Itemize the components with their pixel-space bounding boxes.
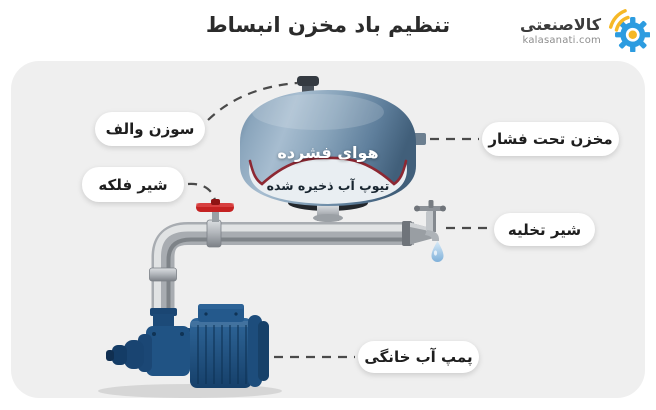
- label-pressure-tank: مخزن تحت فشار: [482, 122, 619, 156]
- dashed-connectors: [187, 81, 491, 359]
- label-water-pump: پمپ آب خانگی: [358, 341, 479, 373]
- needle-valve: [297, 76, 319, 94]
- pipe-run: [149, 219, 414, 312]
- brand-text: کالاصنعتی kalasanati.com: [520, 15, 601, 46]
- gate-valve: [196, 199, 234, 222]
- brand-logo: کالاصنعتی kalasanati.com: [520, 6, 651, 56]
- label-gate-valve: شیر فلکه: [82, 167, 184, 202]
- tank-air-caption: هوای فشرده: [277, 143, 379, 162]
- drain-faucet: [402, 200, 446, 262]
- pipe-coupling-vertical: [149, 267, 177, 282]
- label-needle-valve: سوزن والف: [95, 112, 205, 146]
- connector-needle-valve: [207, 81, 298, 121]
- expansion-tank: [240, 76, 426, 206]
- water-droplet: [431, 241, 444, 262]
- label-drain-valve: شیر تخلیه: [494, 213, 595, 246]
- pipe-coupling-horizontal: [206, 219, 222, 248]
- brand-name: کالاصنعتی: [520, 15, 601, 35]
- connector-gate-valve: [187, 182, 217, 201]
- tank-water-caption: تیوپ آب ذخیره شده: [266, 178, 390, 193]
- water-pump: [98, 304, 282, 398]
- page-title: تنظیم باد مخزن انبساط: [205, 13, 451, 37]
- gear-signal-icon: [604, 6, 651, 56]
- brand-domain: kalasanati.com: [522, 34, 601, 46]
